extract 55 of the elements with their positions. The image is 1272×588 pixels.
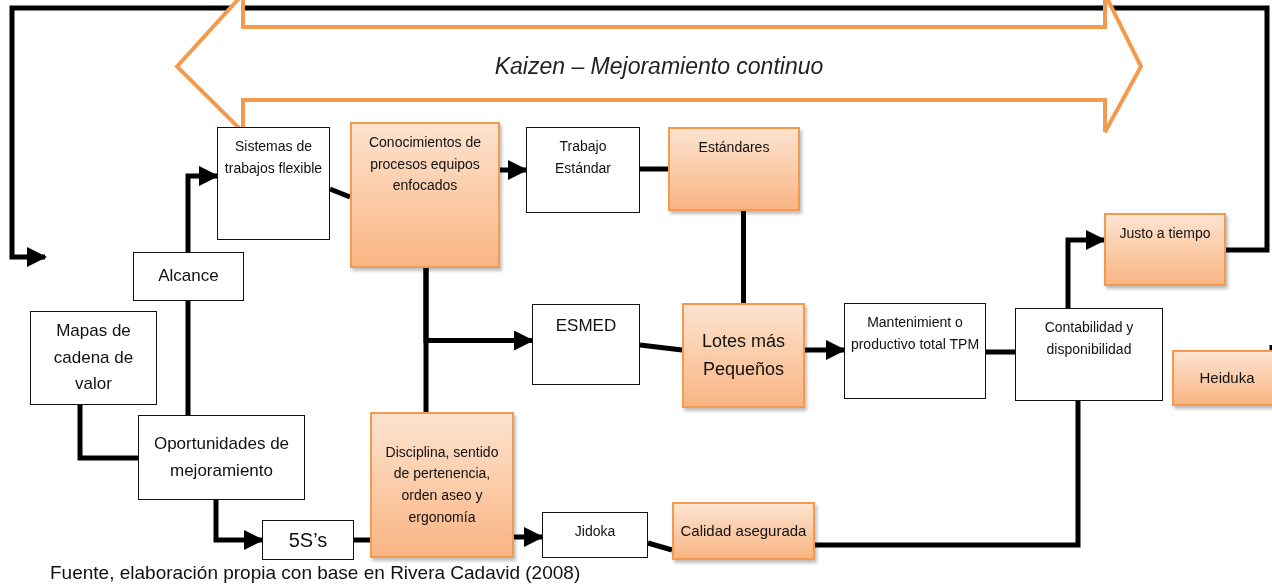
box-label: Estándares xyxy=(698,138,770,157)
arrow xyxy=(213,500,264,550)
connector-line xyxy=(647,540,673,553)
arrow xyxy=(185,166,219,252)
box-label: Mantenimient o productivo total TPM xyxy=(849,313,981,354)
arrow xyxy=(423,268,534,351)
band-label: Kaizen – Mejoramiento continuo xyxy=(494,53,824,80)
arrow xyxy=(805,340,846,360)
highlighted-box xyxy=(672,502,815,560)
process-box xyxy=(217,127,330,240)
process-box xyxy=(30,311,157,405)
process-box xyxy=(262,520,354,560)
box-label: Contabilidad y disponibilidad xyxy=(1043,318,1135,359)
box-label: Jidoka xyxy=(574,522,616,541)
box-label: Lotes más Pequeños xyxy=(700,329,786,381)
box-label: Trabajo Estándar xyxy=(553,137,612,178)
process-box xyxy=(542,512,648,558)
process-box xyxy=(532,304,640,385)
arrow xyxy=(1065,230,1106,308)
box-label: Heiduka xyxy=(1199,368,1255,389)
box-label: Oportunidades de mejoramiento xyxy=(152,433,291,482)
connector-line xyxy=(354,537,370,543)
process-box xyxy=(1015,308,1163,401)
box-label: Disciplina, sentido de pertenencia, orden aseo y ergonomía xyxy=(384,442,500,527)
connector-line xyxy=(640,166,668,172)
arrow xyxy=(9,5,1270,267)
box-label: 5S’s xyxy=(288,527,328,553)
connector-line xyxy=(77,405,138,461)
box-label: Mapas de cadena de valor xyxy=(52,320,135,396)
highlighted-box xyxy=(1104,213,1226,286)
highlighted-box xyxy=(1172,350,1272,406)
box-label: Justo a tiempo xyxy=(1119,224,1211,243)
box-label: Calidad asegurada xyxy=(680,521,807,542)
highlighted-box xyxy=(682,303,805,408)
arrow xyxy=(500,160,528,180)
connector-line xyxy=(329,186,351,200)
highlighted-box xyxy=(668,127,800,211)
double-arrow-band xyxy=(175,0,1143,133)
connector-line xyxy=(741,211,746,303)
connector-line xyxy=(185,301,191,415)
connector-line xyxy=(986,349,1015,355)
process-box xyxy=(526,127,640,213)
box-label: Alcance xyxy=(158,265,219,288)
box-label: Sistemas de trabajos flexible xyxy=(223,137,324,178)
box-label: Conocimientos de procesos equipos enfocados xyxy=(367,133,483,196)
process-box xyxy=(133,252,244,301)
highlighted-box xyxy=(370,412,514,558)
process-box xyxy=(844,303,986,399)
process-box xyxy=(138,415,305,500)
connector-line xyxy=(639,342,683,353)
highlighted-box xyxy=(350,122,500,268)
arrow xyxy=(514,527,544,547)
connector-line xyxy=(815,401,1081,548)
box-label: ESMED xyxy=(555,315,617,337)
caption: Fuente, elaboración propia con base en Rivera Cadavid (2008) xyxy=(50,562,581,584)
